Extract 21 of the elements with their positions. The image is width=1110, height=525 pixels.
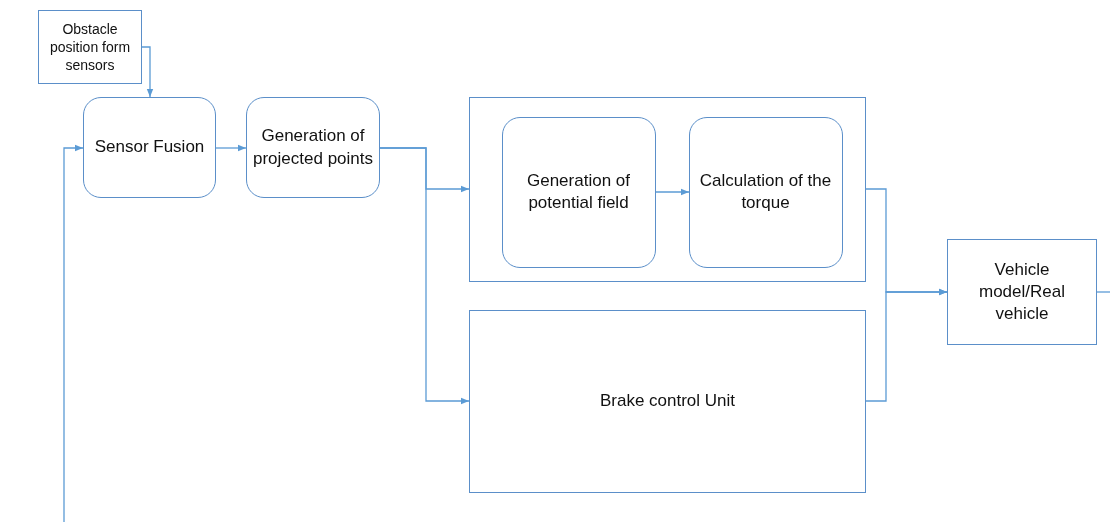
block-box bbox=[947, 239, 1097, 345]
process-box bbox=[83, 97, 216, 198]
block-box bbox=[469, 310, 866, 493]
node-label: Calculation of the torque bbox=[698, 169, 833, 214]
arrow bbox=[655, 188, 690, 196]
arrow bbox=[215, 144, 247, 152]
block-box bbox=[38, 10, 142, 84]
process-box bbox=[246, 97, 380, 198]
arrow bbox=[379, 147, 470, 405]
node-label: Generation of projected points bbox=[252, 125, 374, 170]
process-box bbox=[501, 116, 656, 268]
group-box bbox=[469, 97, 866, 282]
node-label: Generation of potential field bbox=[526, 169, 631, 214]
node-label: Obstacle position form sensors bbox=[48, 19, 132, 75]
arrow bbox=[63, 144, 84, 523]
node-label: Vehicle model/Real vehicle bbox=[978, 258, 1066, 326]
arrow bbox=[141, 46, 154, 98]
arrow bbox=[865, 288, 948, 402]
node-label: Brake control Unit bbox=[599, 390, 736, 413]
process-box bbox=[688, 116, 843, 268]
node-label: Sensor Fusion bbox=[94, 136, 205, 159]
